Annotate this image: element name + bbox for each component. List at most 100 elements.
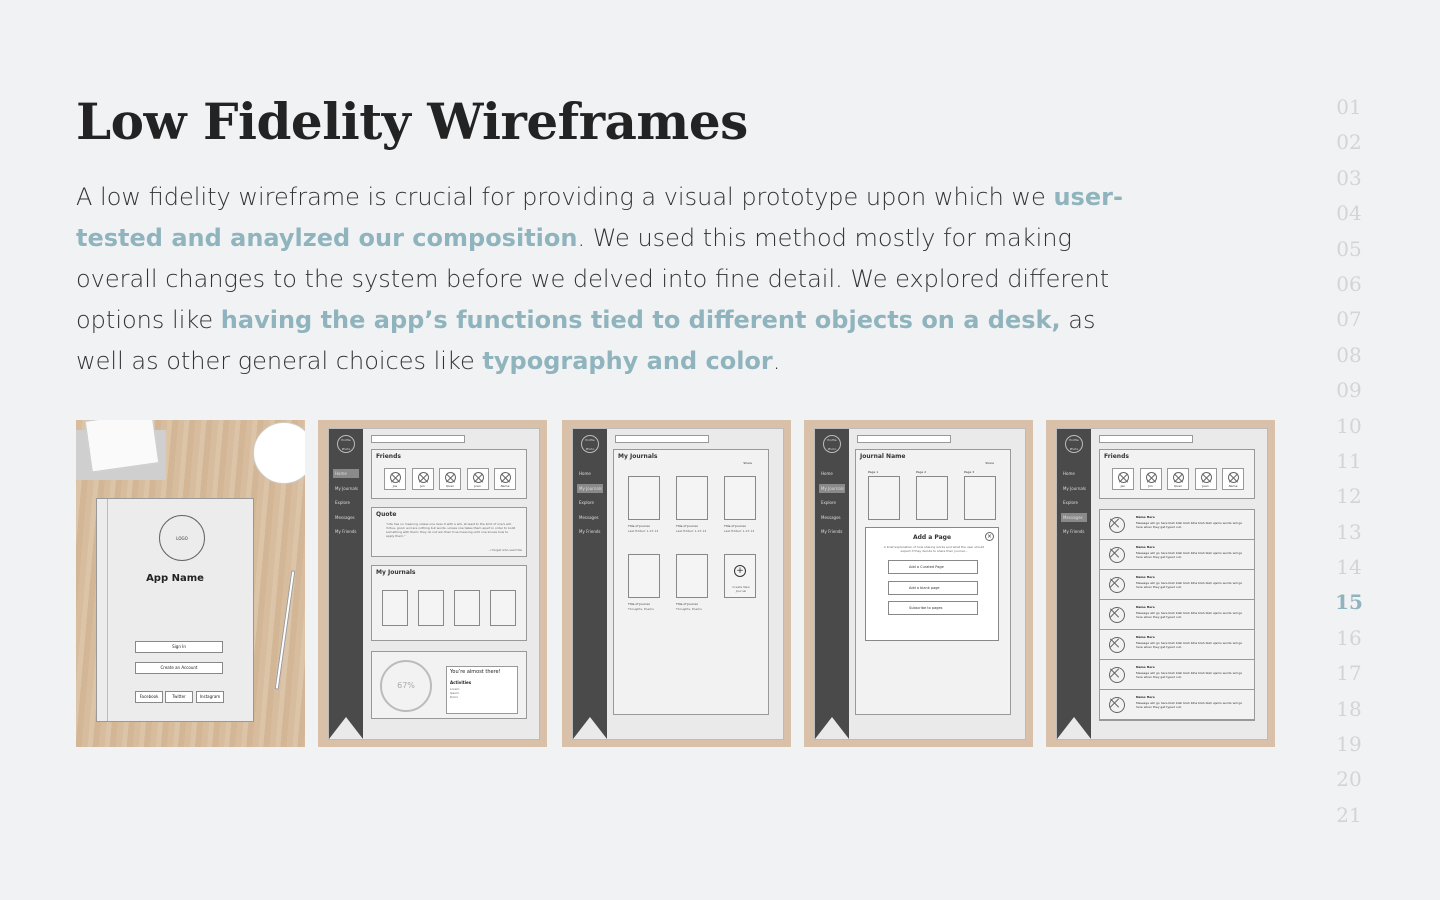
sidebar-nav-item[interactable]: Messages bbox=[579, 514, 599, 520]
sidebar-nav-item[interactable]: My Journals bbox=[1063, 485, 1087, 491]
add-page-modal: × Add a Page A brief explanation of how … bbox=[865, 527, 999, 641]
sign-in-button[interactable]: Sign In bbox=[135, 641, 223, 653]
friend-avatar[interactable]: Quan bbox=[1167, 468, 1189, 490]
page-title: Low Fidelity Wireframes bbox=[76, 92, 748, 151]
sidebar-nav-item[interactable]: My Journals bbox=[335, 485, 359, 491]
page-number[interactable]: 15 bbox=[1335, 590, 1363, 615]
page-number[interactable]: 16 bbox=[1336, 625, 1362, 650]
page-number[interactable]: 06 bbox=[1336, 271, 1362, 296]
journal-book[interactable] bbox=[724, 476, 756, 520]
add-blank-page-button[interactable]: Add a blank page bbox=[888, 581, 978, 595]
page-number[interactable]: 09 bbox=[1336, 378, 1362, 403]
close-icon[interactable]: × bbox=[985, 532, 994, 541]
friend-avatar[interactable]: Joe bbox=[384, 468, 406, 490]
page-number[interactable]: 21 bbox=[1336, 802, 1362, 827]
journal-book[interactable] bbox=[628, 476, 660, 520]
sidebar-nav-item[interactable]: My Friends bbox=[579, 529, 601, 534]
sidebar-nav-item[interactable]: My Friends bbox=[335, 529, 357, 534]
page-number[interactable]: 14 bbox=[1336, 555, 1362, 580]
page-number[interactable]: 01 bbox=[1336, 95, 1362, 119]
bookmark-ribbon bbox=[815, 717, 849, 739]
twitter-button[interactable]: Twitter bbox=[165, 691, 193, 703]
subscribe-pages-button[interactable]: Subscribe to pages bbox=[888, 601, 978, 615]
journal-book[interactable] bbox=[418, 590, 444, 626]
journal-title: Title of Journal bbox=[628, 524, 650, 528]
page-number[interactable]: 13 bbox=[1336, 519, 1362, 544]
friend-avatar[interactable]: Jean bbox=[1194, 468, 1217, 490]
friend-avatar[interactable]: Quan bbox=[439, 468, 461, 490]
sidebar-nav-item[interactable]: Messages bbox=[1061, 512, 1087, 522]
journal-book[interactable] bbox=[676, 476, 708, 520]
sidebar-nav-item[interactable]: Messages bbox=[335, 514, 355, 520]
facebook-button[interactable]: Facebook bbox=[135, 691, 163, 703]
progress-ring: 67% bbox=[380, 660, 432, 712]
journal-book[interactable] bbox=[382, 590, 408, 626]
sidebar-nav-item[interactable]: My Journals bbox=[819, 483, 845, 493]
search-input[interactable] bbox=[615, 435, 709, 443]
sidebar-nav-item[interactable]: Messages bbox=[821, 514, 841, 520]
sidebar-nav-item[interactable]: Home bbox=[821, 471, 833, 476]
journal-book[interactable] bbox=[454, 590, 480, 626]
friend-avatar[interactable]: Jen bbox=[411, 468, 434, 490]
friends-label: Friends bbox=[376, 453, 401, 460]
add-curated-page-button[interactable]: Add a Curated Page bbox=[888, 560, 978, 574]
journal-book[interactable] bbox=[628, 554, 660, 598]
instagram-button[interactable]: Instagram bbox=[196, 691, 224, 703]
friend-avatar[interactable]: Name bbox=[494, 468, 516, 490]
page-number[interactable]: 05 bbox=[1336, 236, 1362, 261]
friend-avatar[interactable]: Joan bbox=[466, 468, 489, 490]
page-number[interactable]: 02 bbox=[1336, 130, 1362, 155]
page-number[interactable]: 07 bbox=[1336, 307, 1362, 332]
share-link[interactable]: Share bbox=[985, 461, 994, 465]
placeholder-image-icon bbox=[1109, 547, 1125, 563]
page-thumb[interactable] bbox=[964, 476, 996, 520]
sidebar-nav-item[interactable]: My Journals bbox=[577, 483, 603, 493]
sidebar-nav-item[interactable]: Explore bbox=[335, 500, 351, 505]
journal-book[interactable] bbox=[490, 590, 516, 626]
search-input[interactable] bbox=[371, 435, 465, 443]
page-number[interactable]: 03 bbox=[1336, 165, 1362, 190]
page-number[interactable]: 20 bbox=[1336, 767, 1362, 792]
logo-placeholder: LOGO bbox=[159, 515, 205, 561]
wireframe-login[interactable]: LOGO App Name Sign In Create an Account … bbox=[76, 420, 305, 747]
friend-avatar[interactable]: Jen bbox=[1112, 468, 1134, 490]
search-input[interactable] bbox=[1099, 435, 1193, 443]
search-input[interactable] bbox=[857, 435, 951, 443]
friend-avatar[interactable]: Name bbox=[1222, 468, 1244, 490]
create-account-button[interactable]: Create an Account bbox=[135, 662, 223, 674]
page-thumb[interactable] bbox=[868, 476, 900, 520]
page-number[interactable]: 11 bbox=[1336, 448, 1362, 473]
share-link[interactable]: Share bbox=[743, 461, 752, 465]
sidebar-nav-item[interactable]: Explore bbox=[821, 500, 837, 505]
page-number[interactable]: 17 bbox=[1336, 661, 1362, 686]
page-thumb[interactable] bbox=[916, 476, 948, 520]
page-number[interactable]: 19 bbox=[1336, 732, 1362, 757]
create-journal-button[interactable]: + Create New Journal bbox=[724, 554, 756, 598]
sidebar-nav-item[interactable]: Explore bbox=[579, 500, 595, 505]
sidebar-nav-item[interactable]: Home bbox=[579, 471, 591, 476]
sidebar-nav-item[interactable]: Explore bbox=[1063, 500, 1079, 505]
page-number[interactable]: 12 bbox=[1336, 484, 1362, 509]
sidebar-nav-item[interactable]: My Friends bbox=[821, 529, 843, 534]
page-number[interactable]: 04 bbox=[1336, 201, 1362, 226]
page-number[interactable]: 08 bbox=[1336, 342, 1362, 367]
sidebar-nav-item[interactable]: My Friends bbox=[1063, 529, 1085, 534]
friend-avatar[interactable]: Jim bbox=[1139, 468, 1162, 490]
page-number[interactable]: 10 bbox=[1336, 413, 1362, 438]
journal-book[interactable] bbox=[676, 554, 708, 598]
sidebar-nav-item[interactable]: Home bbox=[333, 469, 359, 478]
page-number[interactable]: 18 bbox=[1336, 696, 1362, 721]
sidebar-nav-item[interactable]: Home bbox=[1063, 471, 1075, 476]
